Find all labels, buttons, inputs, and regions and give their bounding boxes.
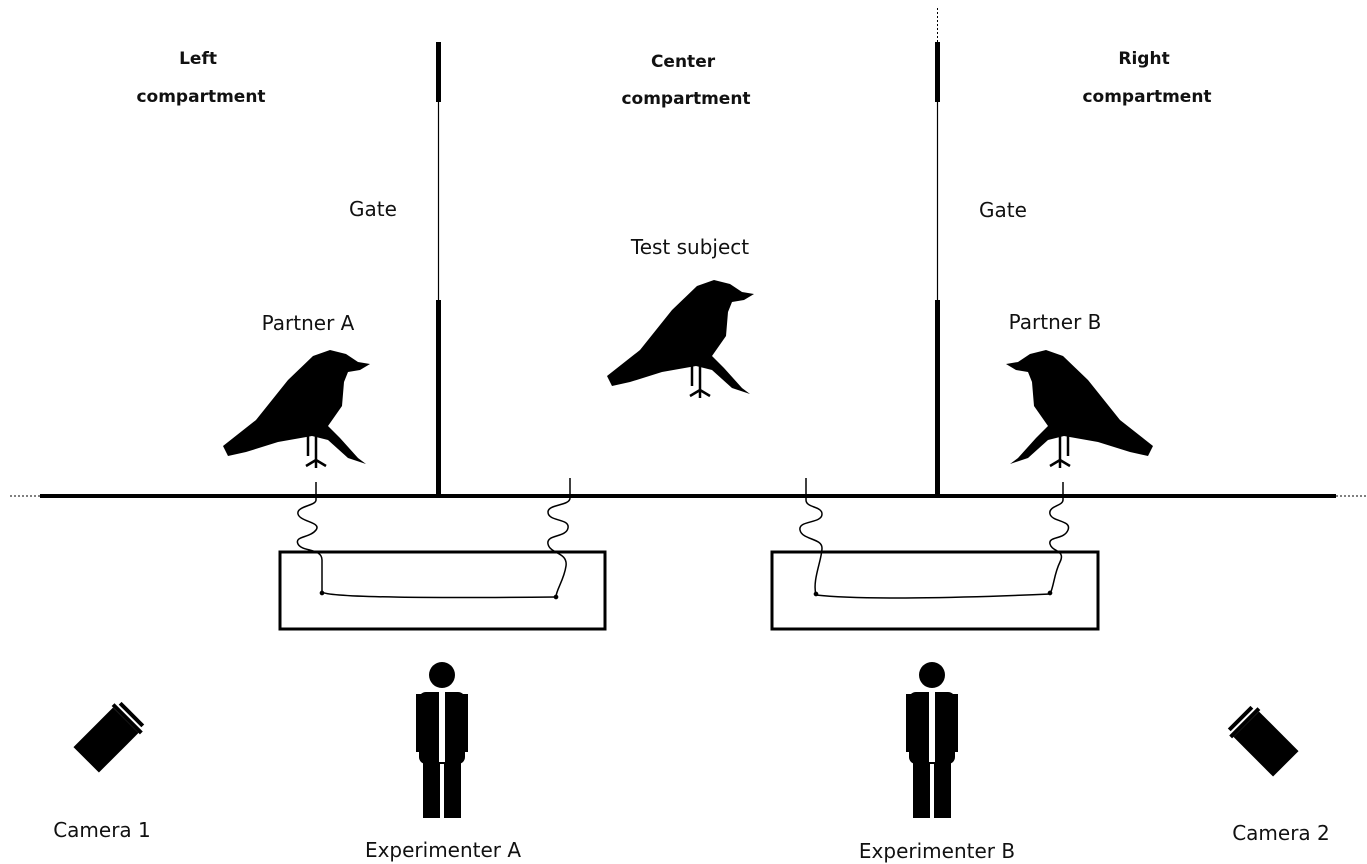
partner-a-crow-icon bbox=[221, 348, 372, 470]
right-compartment-line2: compartment bbox=[1082, 87, 1211, 107]
partner-a-label: Partner A bbox=[262, 311, 355, 335]
tray-apparatus-a bbox=[278, 550, 607, 631]
gate-right-label: Gate bbox=[979, 198, 1027, 222]
test-subject-crow-icon bbox=[605, 278, 756, 400]
camera-2-label: Camera 2 bbox=[1232, 821, 1330, 845]
camera-2-icon bbox=[1224, 702, 1300, 778]
experimenter-a-label: Experimenter A bbox=[365, 838, 521, 862]
string-icon-a bbox=[296, 478, 571, 600]
right-compartment-line1: Right bbox=[1118, 49, 1169, 69]
test-subject-label: Test subject bbox=[630, 235, 749, 259]
tray-apparatus-b bbox=[770, 550, 1100, 631]
center-compartment-line2: compartment bbox=[621, 89, 750, 109]
right-wall bbox=[935, 8, 940, 496]
camera-1-label: Camera 1 bbox=[53, 818, 151, 842]
camera-1-icon bbox=[72, 698, 148, 774]
left-compartment-line1: Left bbox=[179, 49, 217, 69]
experimenter-a-person-icon bbox=[416, 662, 468, 818]
left-compartment-label: Left compartment bbox=[136, 49, 265, 107]
partner-b-label: Partner B bbox=[1009, 310, 1102, 334]
string-icon-b bbox=[799, 478, 1070, 599]
center-compartment-line1: Center bbox=[651, 52, 716, 72]
partner-b-crow-icon bbox=[1004, 348, 1155, 470]
left-wall bbox=[436, 42, 441, 496]
experimenter-b-person-icon bbox=[906, 662, 958, 818]
gate-left-label: Gate bbox=[349, 197, 397, 221]
right-compartment-label: Right compartment bbox=[1082, 49, 1211, 107]
center-compartment-label: Center compartment bbox=[621, 52, 750, 109]
experimenter-b-label: Experimenter B bbox=[859, 839, 1015, 863]
left-compartment-line2: compartment bbox=[136, 87, 265, 107]
